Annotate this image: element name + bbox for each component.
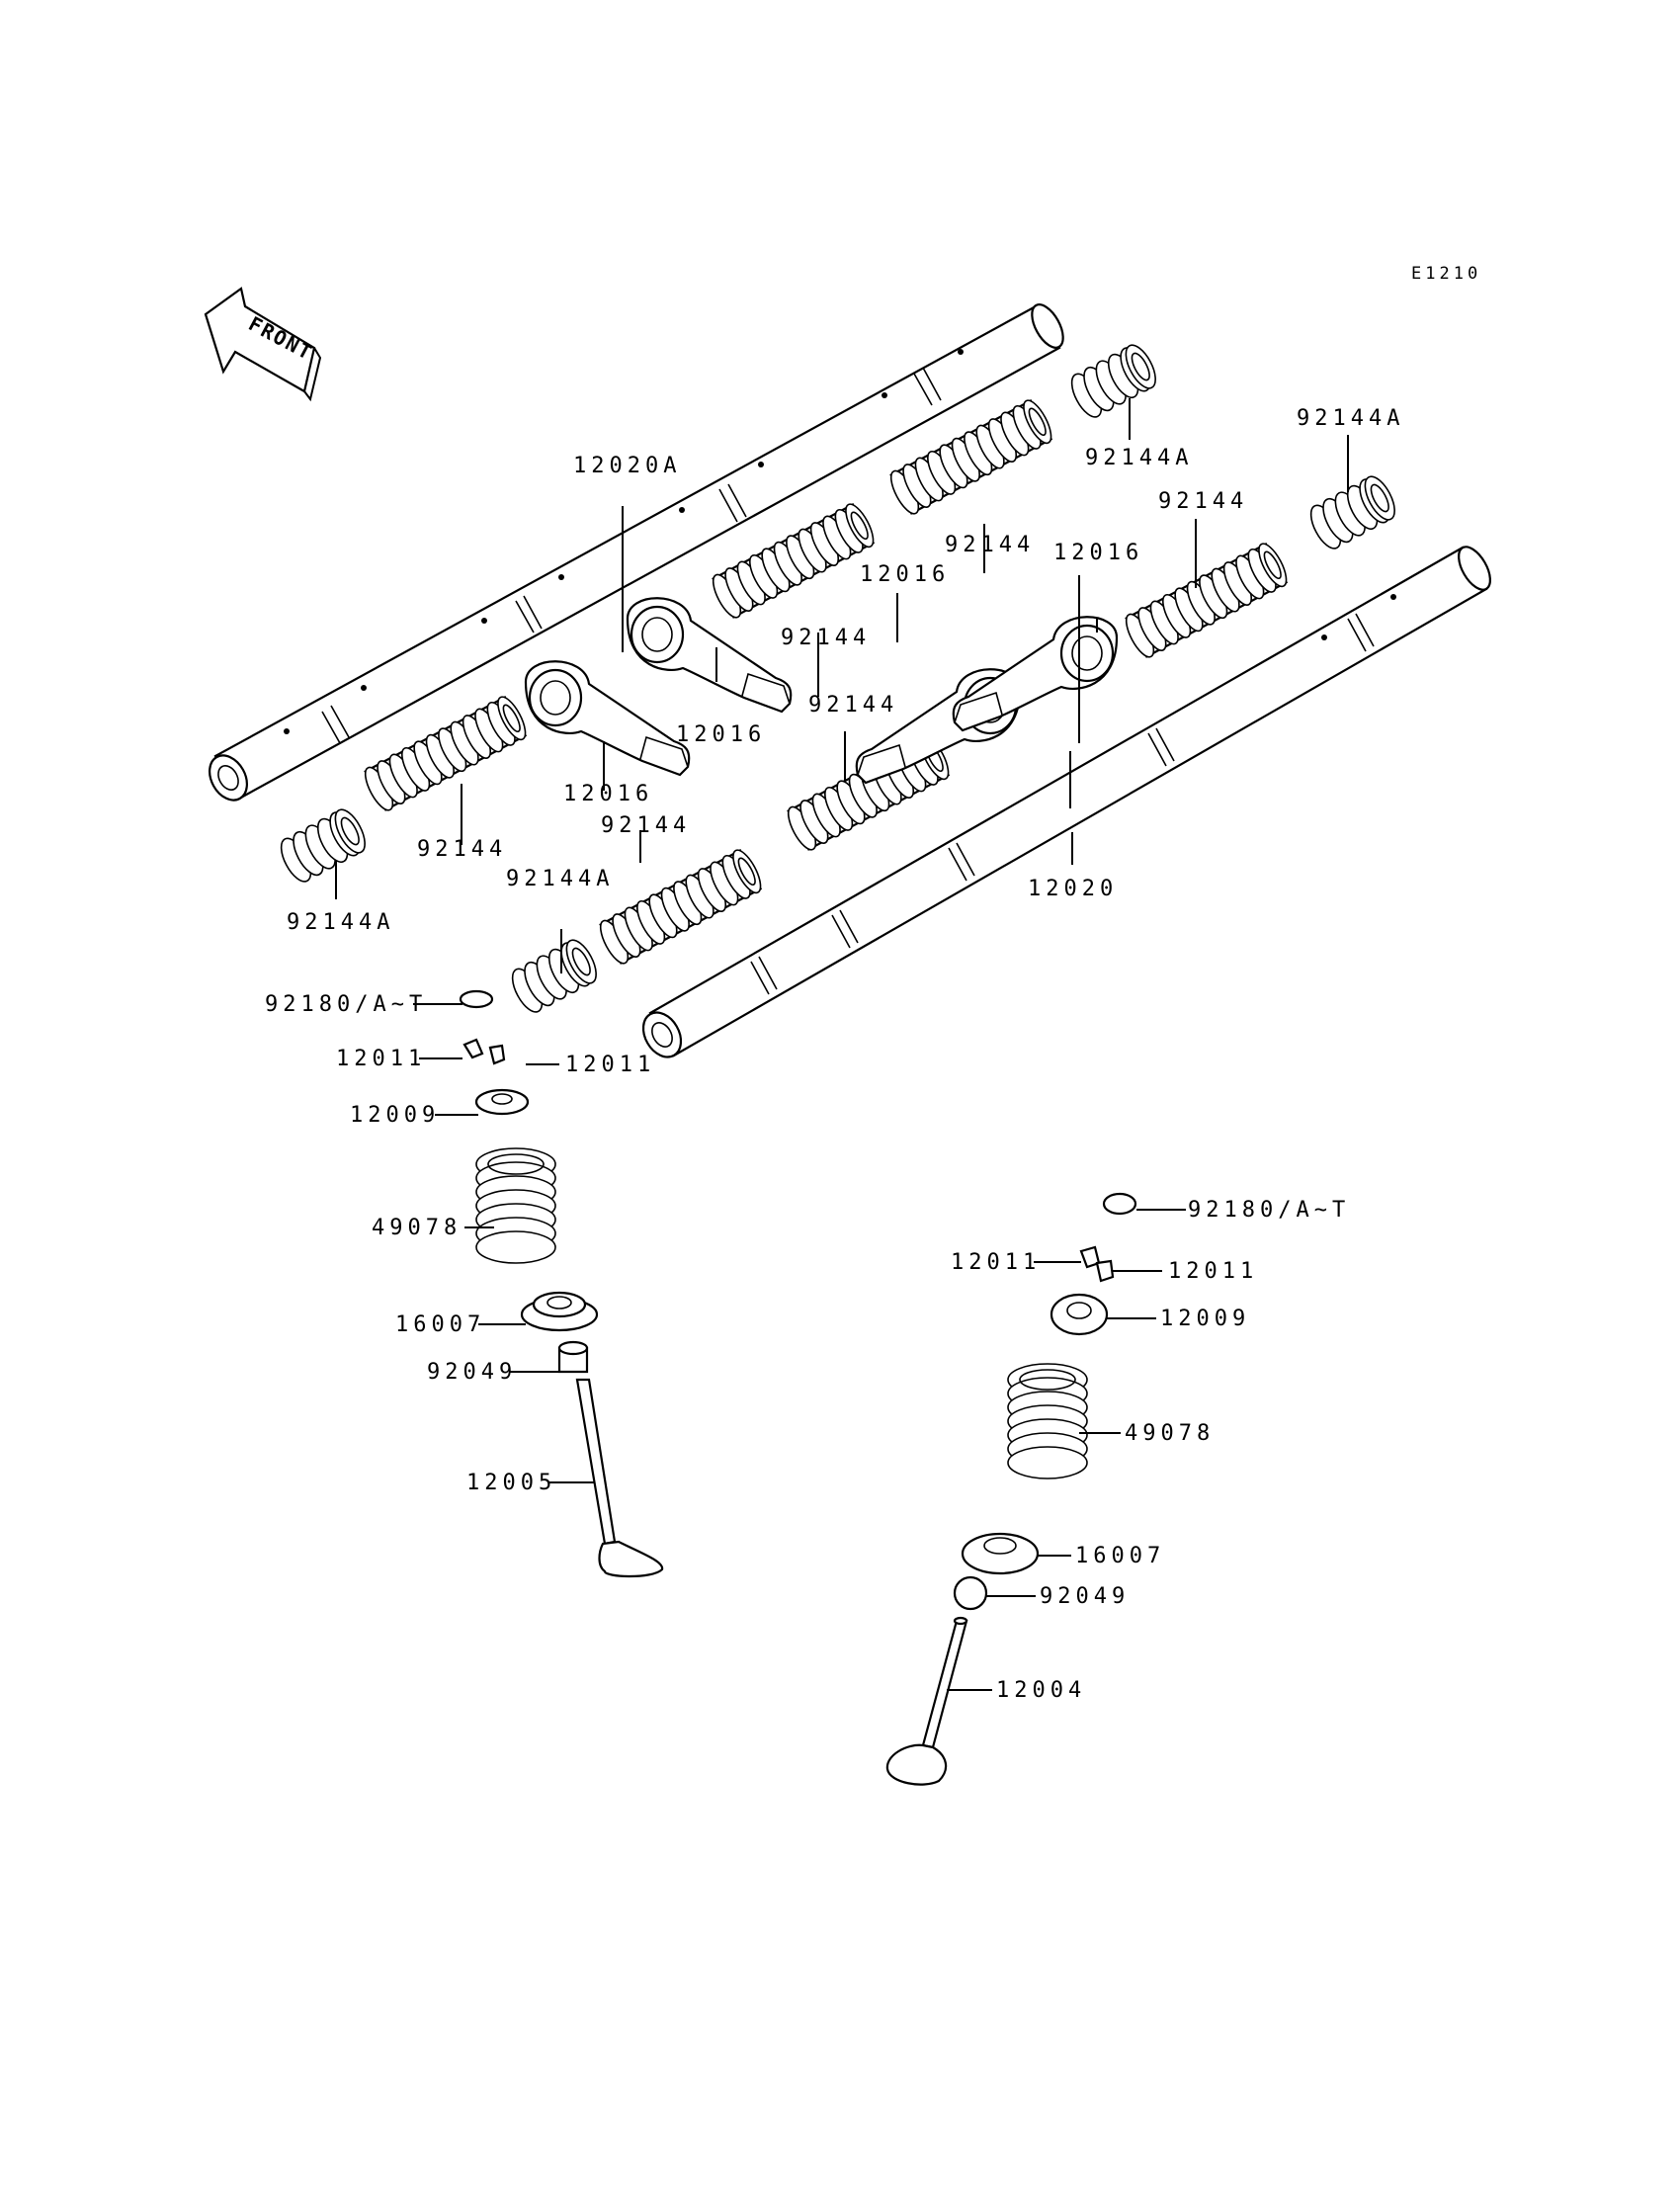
label-12011-left-b: 12011	[565, 1053, 655, 1077]
spring-92144a-1	[274, 803, 373, 887]
label-12020a: 12020A	[573, 454, 681, 478]
spring-92144-6	[1120, 539, 1294, 662]
leader-lines	[335, 398, 1349, 1691]
label-16007-left: 16007	[395, 1312, 485, 1337]
label-12016-4: 12016	[563, 782, 653, 806]
spring-92144a-2	[505, 934, 604, 1018]
label-49078-right: 49078	[1125, 1421, 1215, 1446]
label-92180-right: 92180/A~T	[1188, 1198, 1350, 1223]
label-16007-right: 16007	[1075, 1544, 1165, 1568]
label-92049-left: 92049	[427, 1360, 517, 1385]
label-92144-6: 92144	[601, 813, 691, 838]
label-92144a-mid: 92144A	[506, 867, 614, 891]
label-92144-5: 92144	[417, 837, 507, 862]
label-12016-1: 12016	[860, 562, 950, 587]
label-92144-2: 92144	[1158, 489, 1248, 514]
label-92180-left: 92180/A~T	[265, 992, 427, 1017]
label-92144a-left: 92144A	[287, 910, 394, 935]
label-12004: 12004	[996, 1678, 1086, 1703]
exhaust-valve-assembly	[459, 989, 664, 1578]
label-12011-right-a: 12011	[951, 1250, 1041, 1275]
label-92144-4: 92144	[808, 693, 898, 718]
label-12011-left-a: 12011	[336, 1047, 426, 1071]
figure-code: E1210	[1411, 264, 1481, 284]
spring-92144a-4	[1303, 470, 1402, 554]
rocker-arm-2	[626, 597, 793, 714]
label-12009-right: 12009	[1160, 1307, 1250, 1331]
label-12016-3: 12016	[676, 722, 766, 747]
label-12005: 12005	[466, 1471, 556, 1495]
label-92049-right: 92049	[1040, 1584, 1130, 1609]
label-12011-right-b: 12011	[1168, 1259, 1258, 1284]
spring-92144-2	[594, 845, 768, 969]
rocker-arm-1	[524, 660, 691, 777]
label-92144a-top-right: 92144A	[1297, 406, 1404, 431]
intake-valve-assembly	[885, 1192, 1137, 1786]
rocker-shaft-upper	[209, 303, 1064, 802]
label-92144-1: 92144	[945, 533, 1035, 557]
label-49078-left: 49078	[372, 1216, 462, 1240]
rocker-shaft-lower	[641, 546, 1491, 1058]
label-12020: 12020	[1028, 877, 1118, 901]
label-92144-3: 92144	[781, 626, 871, 650]
front-arrow-icon: FRONT	[204, 287, 322, 402]
label-92144a-top: 92144A	[1085, 446, 1193, 470]
label-12016-2: 12016	[1053, 541, 1143, 565]
spring-92144a-3	[1064, 339, 1163, 423]
label-12009-left: 12009	[350, 1103, 440, 1128]
